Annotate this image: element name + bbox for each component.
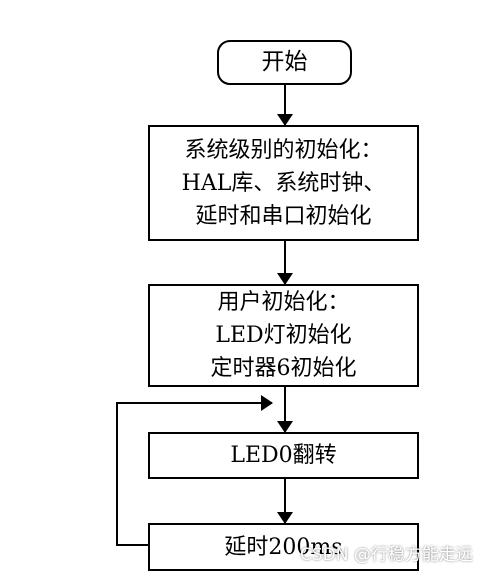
start-label: 开始 (261, 49, 308, 75)
delay-box (148, 523, 419, 571)
csdn-watermark: CSDN @行稳方能走远 (300, 545, 473, 565)
user-init-line-2: LED灯初始化 (215, 323, 352, 348)
user-init-text: 用户初始化： LED灯初始化 定时器6初始化 (149, 285, 418, 386)
user-init-line-3: 定时器6初始化 (210, 356, 357, 381)
system-init-box (148, 125, 419, 241)
loop-back-arrow (116, 395, 273, 546)
system-init-line-1: 系统级别的初始化： (184, 137, 383, 163)
led-toggle-box (148, 432, 419, 479)
led-toggle-label: LED0翻转 (230, 443, 337, 468)
system-init-text: 系统级别的初始化： HAL库、系统时钟、 延时和串口初始化 (149, 126, 418, 240)
user-init-line-1: 用户初始化： (217, 290, 350, 315)
system-init-line-2: HAL库、系统时钟、 (181, 170, 386, 196)
system-init-line-3: 延时和串口初始化 (195, 203, 372, 229)
user-init-box (148, 284, 419, 387)
delay-label: 延时200ms (224, 534, 343, 560)
